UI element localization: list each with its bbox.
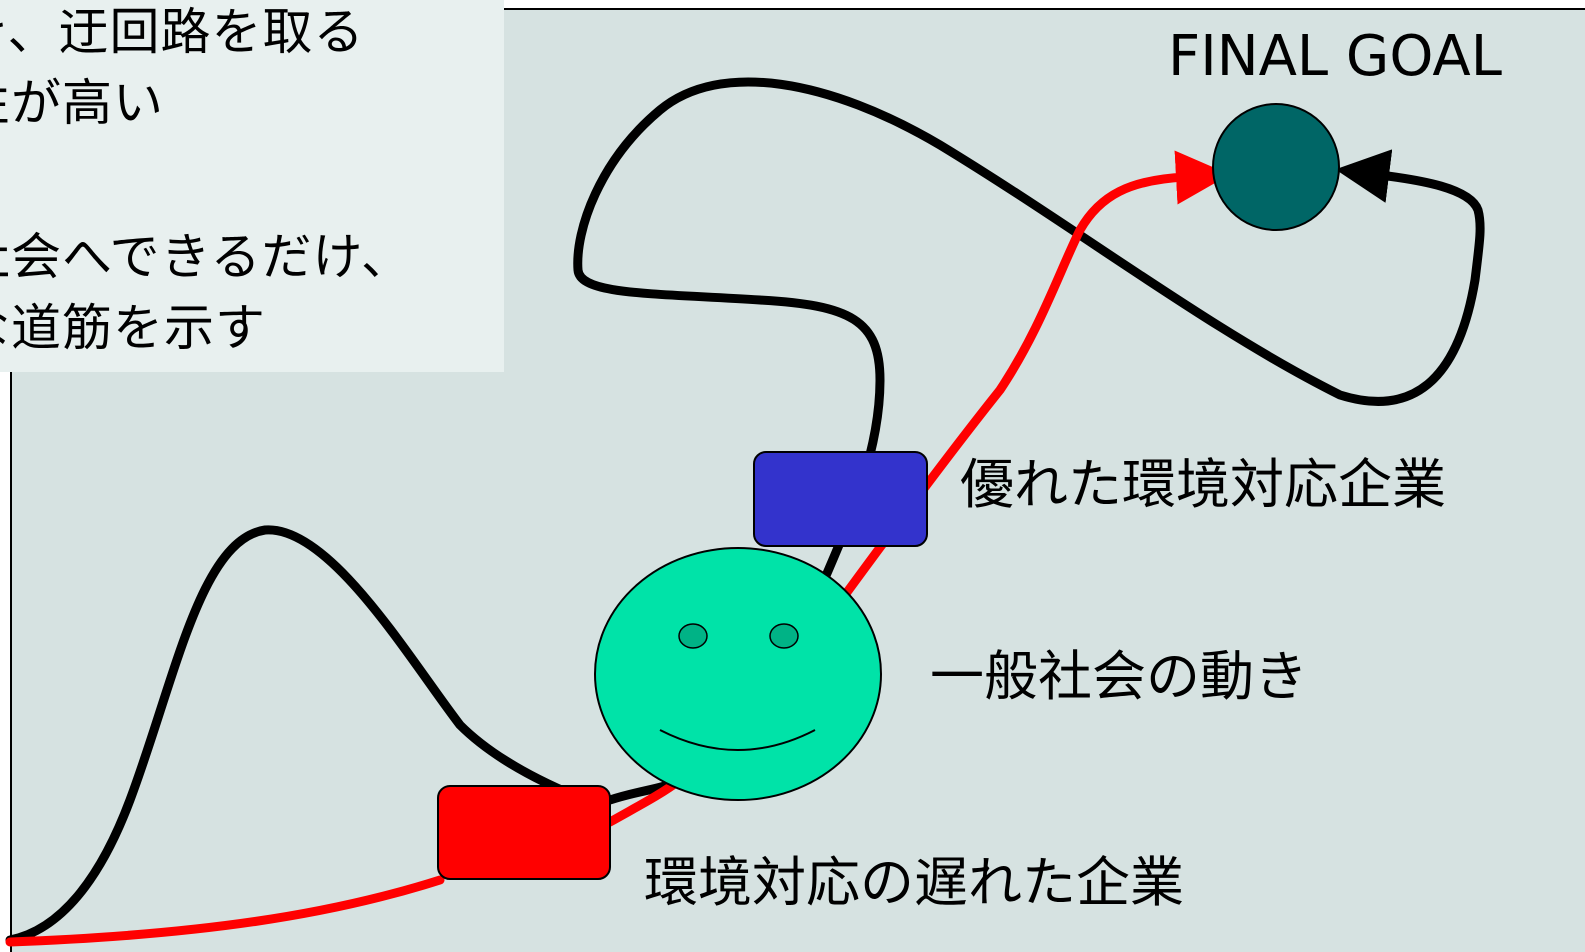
left-eye xyxy=(678,623,708,649)
lagging-companies-label: 環境対応の遅れた企業 xyxy=(644,851,1184,914)
face-circle xyxy=(594,547,882,801)
final-goal-label: FINAL GOAL xyxy=(1168,24,1502,89)
smile xyxy=(659,729,816,751)
note-box: き、迂回路を取る 性が高い 社会へできるだけ、 な道筋を示す xyxy=(0,0,504,372)
detour-loop-path xyxy=(573,77,1485,583)
general-society-label: 一般社会の動き xyxy=(930,645,1308,708)
note-line: 性が高い xyxy=(0,74,164,132)
direct-path xyxy=(5,875,445,947)
advanced-company-box xyxy=(753,451,928,547)
lagging-company-box xyxy=(437,785,611,880)
note-line: な道筋を示す xyxy=(0,299,266,357)
right-eye xyxy=(769,623,799,649)
note-line: き、迂回路を取る xyxy=(0,3,365,61)
advanced-companies-label: 優れた環境対応企業 xyxy=(960,453,1446,516)
general-society-face xyxy=(594,547,882,801)
note-line: 社会へできるだけ、 xyxy=(0,228,412,286)
detour-path xyxy=(5,525,590,945)
final-goal-circle xyxy=(1212,103,1340,231)
